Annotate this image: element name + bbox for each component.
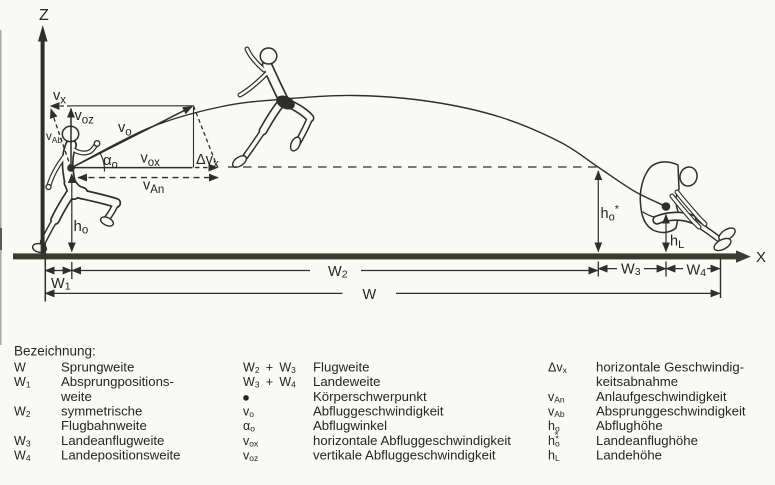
svg-text:Absprunggeschwindigkeit: Absprunggeschwindigkeit (596, 404, 746, 419)
svg-text:Absprungpositions-: Absprungpositions- (61, 374, 174, 389)
svg-text:W4: W4 (14, 448, 31, 463)
svg-text:hL: hL (548, 448, 560, 463)
svg-text:horizontale Abfluggeschwindigk: horizontale Abfluggeschwindigkeit (313, 433, 511, 448)
svg-text:Flugweite: Flugweite (313, 360, 369, 375)
svg-text:W2 + W3: W2 + W3 (243, 361, 296, 376)
svg-text:vox: vox (243, 434, 259, 449)
svg-text:*: * (555, 433, 559, 443)
svg-text:W4: W4 (687, 263, 707, 280)
svg-text:vo: vo (243, 405, 254, 420)
svg-text:Abfluggeschwindigkeit: Abfluggeschwindigkeit (313, 404, 444, 419)
svg-text:Δvx: Δvx (548, 361, 568, 376)
svg-text:voz: voz (243, 448, 258, 463)
svg-text:Körperschwerpunkt: Körperschwerpunkt (313, 389, 427, 404)
svg-text:symmetrische: symmetrische (61, 404, 142, 419)
svg-text:hL: hL (670, 234, 684, 252)
svg-text:Landeanflugweite: Landeanflugweite (61, 433, 164, 448)
svg-text:vertikale Abfluggeschwindigkei: vertikale Abfluggeschwindigkeit (313, 447, 496, 462)
svg-text:vAb: vAb (548, 405, 565, 420)
svg-text:W3: W3 (14, 434, 31, 449)
svg-text:Sprungweite: Sprungweite (61, 360, 134, 375)
svg-text:vAn: vAn (143, 178, 164, 197)
svg-text:ho: ho (548, 419, 560, 434)
svg-text:Landeanflughöhe: Landeanflughöhe (596, 433, 698, 448)
svg-text:horizontale Geschwindig-: horizontale Geschwindig- (596, 360, 744, 375)
svg-text:W2: W2 (328, 264, 348, 281)
svg-text:vx: vx (53, 88, 66, 107)
svg-text:keitsabnahme: keitsabnahme (596, 374, 678, 389)
svg-text:Δvx: Δvx (196, 152, 219, 171)
svg-text:Landehöhe: Landehöhe (596, 447, 662, 462)
svg-text:W1: W1 (51, 276, 71, 293)
svg-text:ho*: ho* (548, 430, 560, 449)
svg-text:weite: weite (60, 389, 92, 404)
svg-text:Anlaufgeschwindigkeit: Anlaufgeschwindigkeit (596, 389, 727, 404)
svg-text:Flugbahnweite: Flugbahnweite (61, 418, 147, 433)
svg-text:ho: ho (74, 218, 89, 237)
svg-text:vo: vo (118, 120, 132, 139)
svg-text:vox: vox (141, 151, 161, 170)
svg-text:W3: W3 (621, 262, 641, 279)
svg-text:W1: W1 (14, 375, 31, 390)
svg-text:Landepositionsweite: Landepositionsweite (61, 447, 181, 462)
svg-text:ho*: ho* (601, 204, 620, 224)
svg-text:vAb: vAb (46, 131, 62, 145)
svg-text:W: W (14, 361, 26, 375)
svg-text:Landeweite: Landeweite (313, 374, 380, 389)
svg-text:X: X (756, 249, 766, 266)
svg-text:W3 + W4: W3 + W4 (243, 375, 296, 390)
svg-text:Abflugwinkel: Abflugwinkel (313, 418, 387, 433)
svg-text:voz: voz (75, 108, 95, 127)
svg-text:Bezeichnung:: Bezeichnung: (14, 344, 96, 359)
svg-text:Z: Z (39, 7, 49, 24)
svg-text:W2: W2 (14, 405, 31, 420)
svg-text:W: W (363, 287, 377, 303)
svg-text:Abflughöhe: Abflughöhe (596, 418, 663, 433)
svg-text:αo: αo (103, 152, 118, 171)
svg-text:αo: αo (243, 419, 255, 434)
svg-text:vAn: vAn (548, 390, 565, 405)
